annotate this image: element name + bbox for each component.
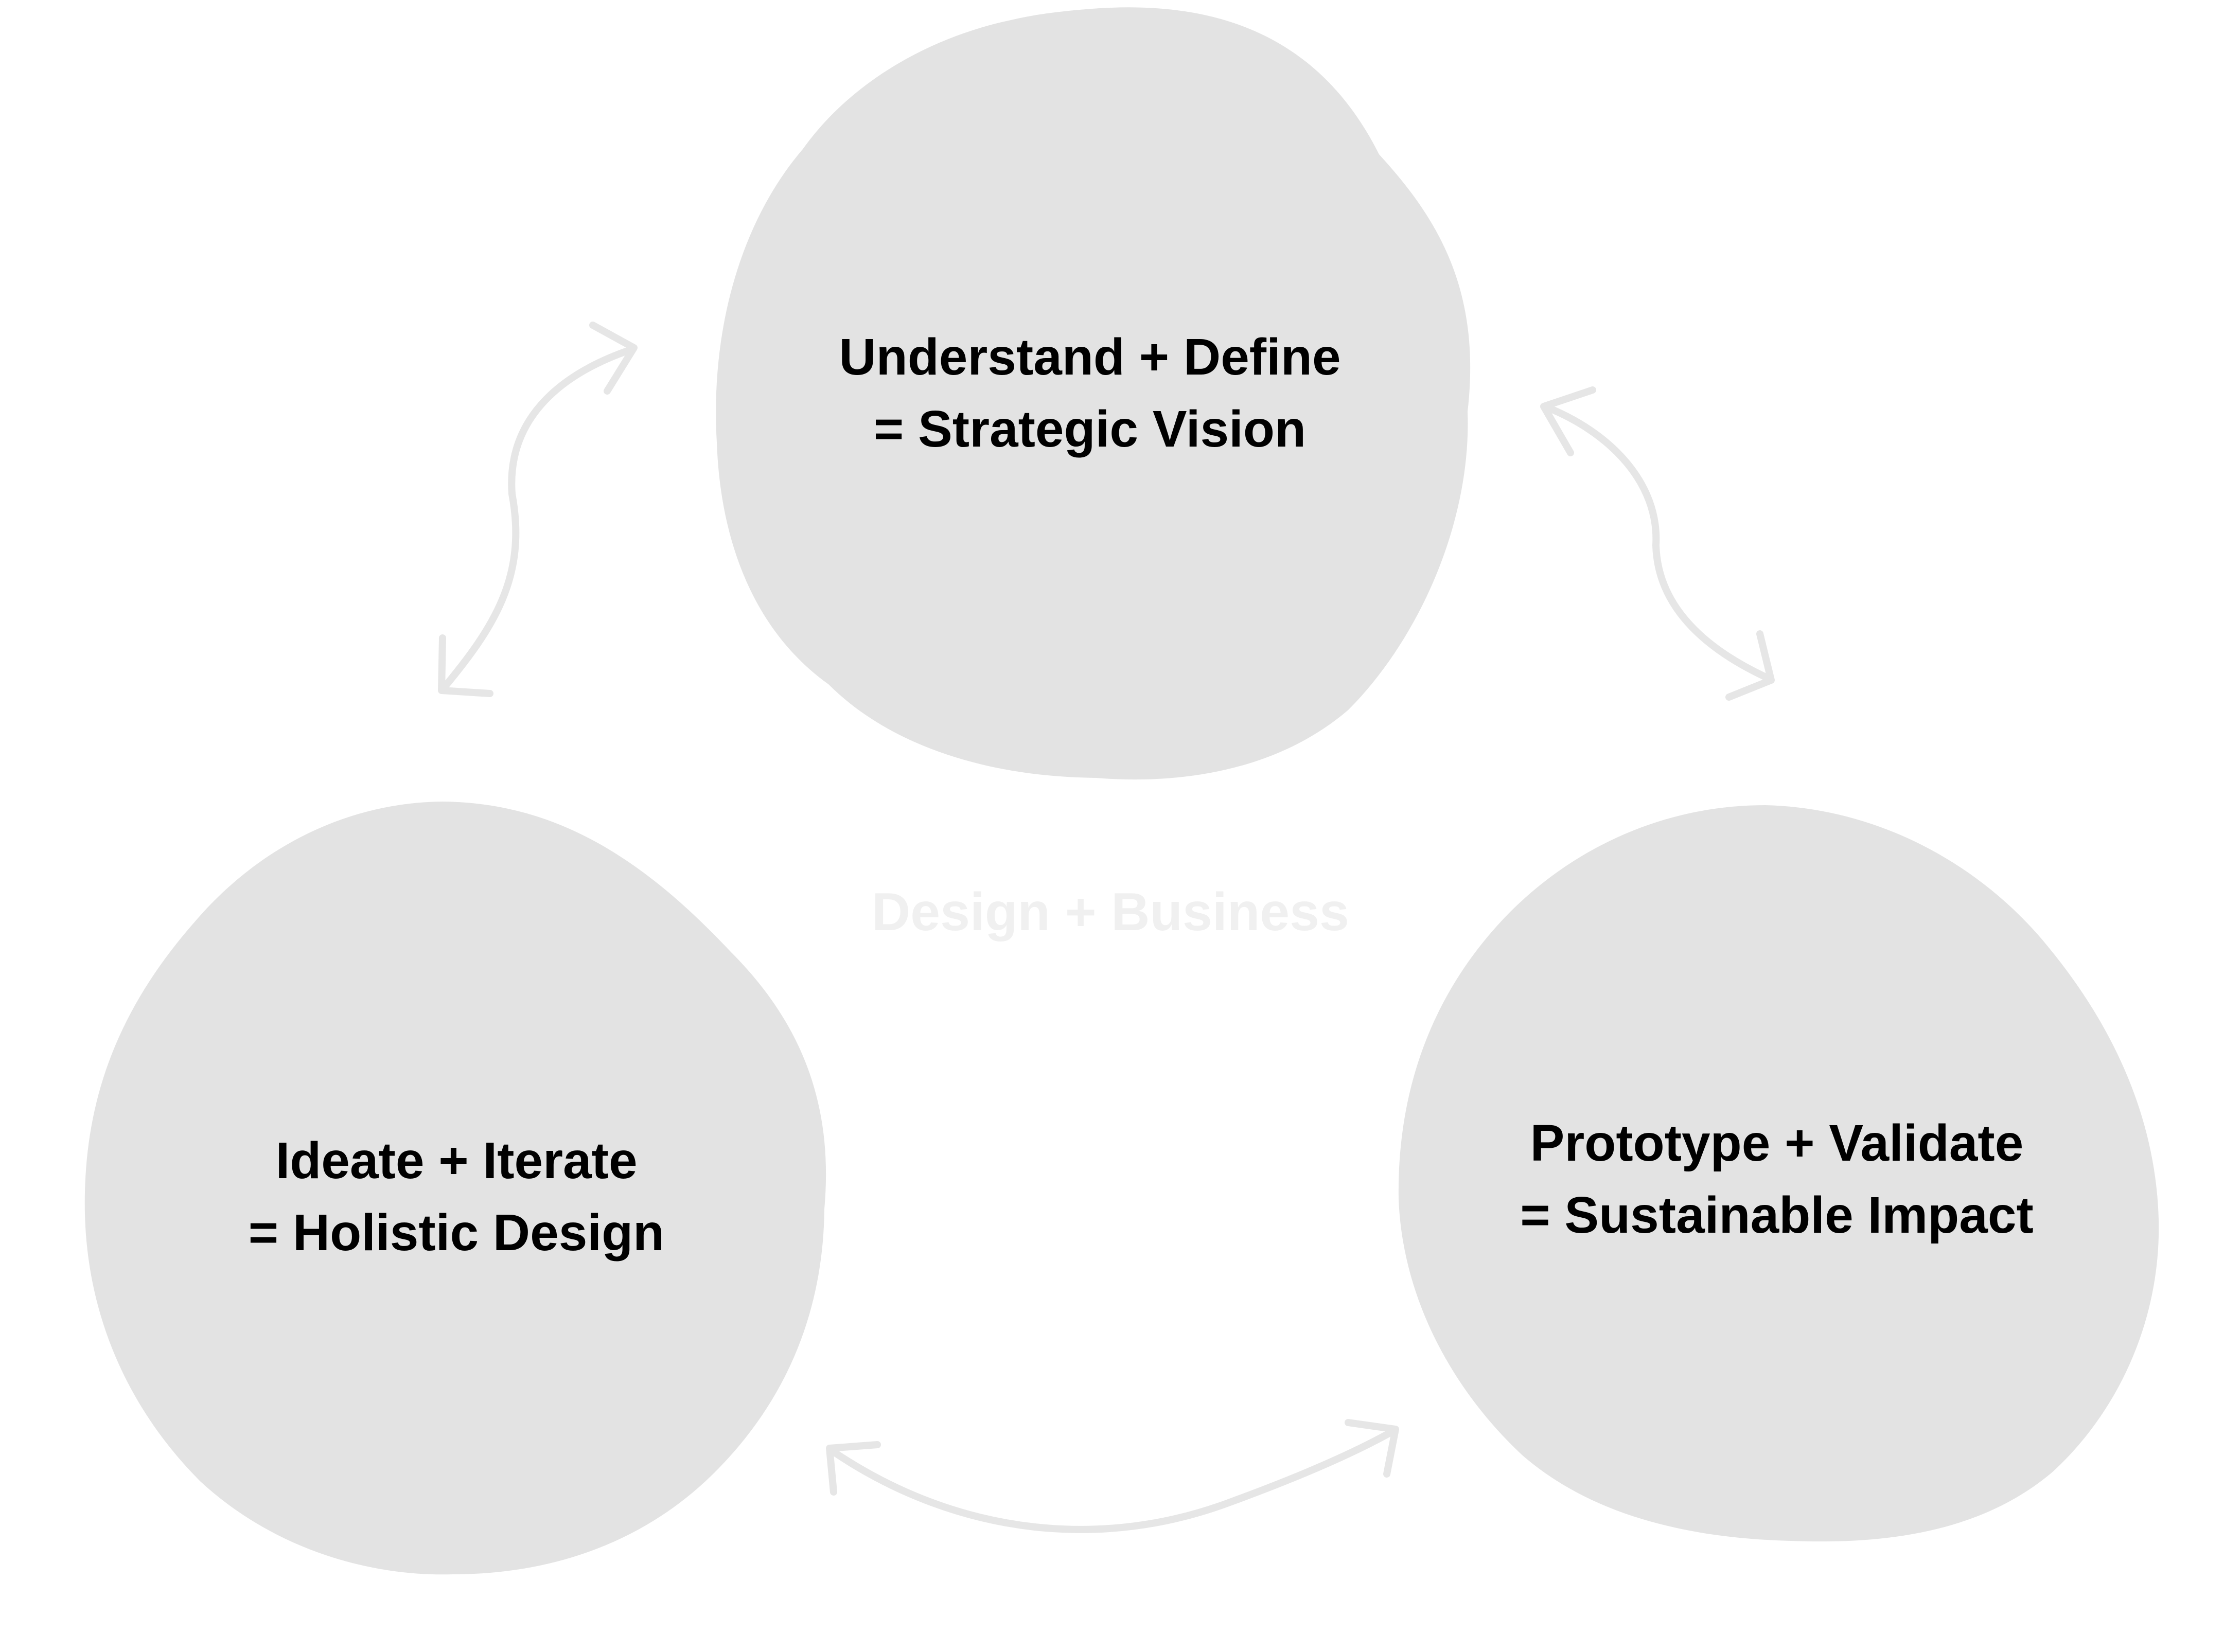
node-ideate-line1: Ideate + Iterate xyxy=(275,1132,637,1189)
node-ideate: Ideate + Iterate = Holistic Design xyxy=(84,802,826,1575)
connector-understand-ideate-head-top xyxy=(589,322,638,395)
center-label: Design + Business xyxy=(872,882,1349,942)
connector-understand-ideate-curve xyxy=(439,346,634,693)
node-understand-blob xyxy=(716,7,1471,780)
node-prototype-line1: Prototype + Validate xyxy=(1530,1114,2024,1172)
connector-ideate-prototype-head-right xyxy=(1345,1419,1399,1478)
connector-ideate-prototype-curve xyxy=(830,1427,1398,1533)
node-understand-line2: = Strategic Vision xyxy=(874,400,1306,458)
node-prototype-blob xyxy=(1398,805,2159,1542)
node-understand-line1: Understand + Define xyxy=(839,328,1340,386)
node-ideate-line2: = Holistic Design xyxy=(249,1204,665,1262)
connector-understand-prototype-curve xyxy=(1541,403,1774,683)
connector-understand-prototype-head-bottom xyxy=(1725,630,1775,701)
connector-understand-prototype-head-top xyxy=(1540,386,1596,456)
connector-understand-ideate-head-bottom xyxy=(438,634,493,697)
node-ideate-blob xyxy=(84,802,826,1575)
node-prototype-line2: = Sustainable Impact xyxy=(1520,1186,2034,1244)
connector-understand-prototype xyxy=(1540,386,1775,701)
connector-understand-ideate xyxy=(438,322,638,697)
connector-ideate-prototype xyxy=(826,1419,1399,1533)
connector-ideate-prototype-head-left xyxy=(826,1441,881,1496)
node-prototype: Prototype + Validate = Sustainable Impac… xyxy=(1398,805,2159,1542)
node-understand: Understand + Define = Strategic Vision xyxy=(716,7,1471,780)
